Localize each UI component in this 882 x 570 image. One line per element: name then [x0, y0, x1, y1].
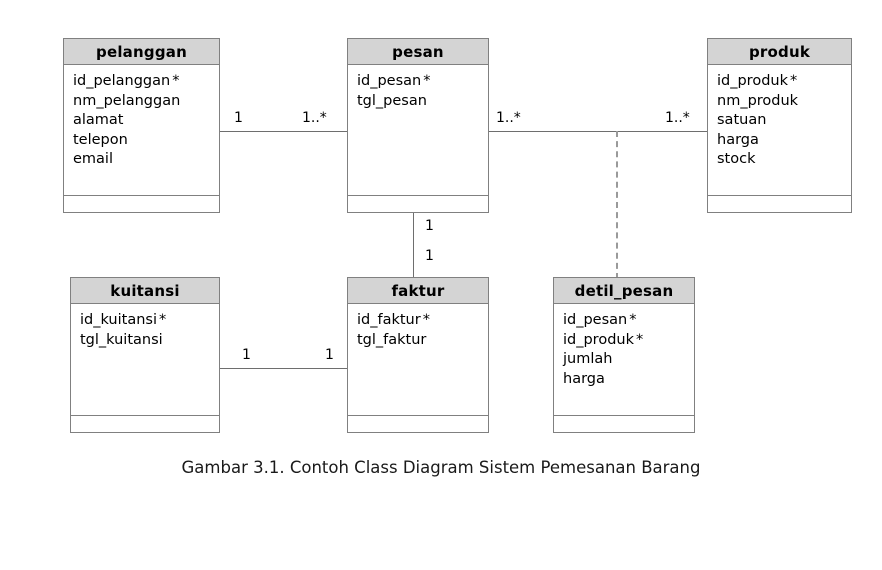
class-diagram-canvas: pelanggan id_pelanggan* nm_pelanggan ala… [63, 38, 852, 433]
attribute-name: satuan [717, 112, 767, 128]
association-line-pesan-produk[interactable] [489, 131, 707, 132]
class-box-faktur[interactable]: faktur id_faktur* tgl_faktur [347, 277, 489, 433]
attribute-name: alamat [73, 112, 124, 128]
class-attributes-detil-pesan: id_pesan* id_produk* jumlah harga [554, 304, 694, 416]
attribute-name: id_produk [717, 73, 788, 89]
association-line-pesan-faktur[interactable] [413, 211, 414, 279]
class-name-detil-pesan: detil_pesan [554, 278, 694, 304]
attribute-name: id_pesan [563, 312, 628, 328]
attribute-name: tgl_pesan [357, 92, 427, 109]
attribute-row: tgl_faktur [357, 331, 488, 351]
attribute-name: nm_produk [717, 92, 799, 109]
attribute-row: harga [717, 131, 851, 151]
multiplicity-pesan-produk-source: 1..* [496, 110, 521, 126]
attribute-name: telepon [73, 131, 128, 148]
attribute-row: jumlah [563, 350, 694, 370]
class-operations-detil-pesan [554, 416, 694, 570]
attribute-name: stock [717, 151, 756, 167]
class-box-pesan[interactable]: pesan id_pesan* tgl_pesan [347, 38, 489, 213]
attribute-row: telepon [73, 131, 219, 151]
attribute-row: harga [563, 370, 694, 390]
attribute-row: satuan [717, 111, 851, 131]
attribute-key-marker: * [636, 331, 644, 348]
attribute-name: id_faktur [357, 312, 421, 328]
multiplicity-pesan-produk-target: 1..* [665, 110, 690, 126]
attribute-row: id_faktur* [357, 311, 488, 331]
attribute-name: id_pelanggan [73, 73, 171, 89]
class-attributes-pelanggan: id_pelanggan* nm_pelanggan alamat telepo… [64, 65, 219, 196]
class-operations-kuitansi [71, 416, 219, 570]
multiplicity-pelanggan-pesan-target: 1..* [302, 110, 327, 126]
class-attributes-pesan: id_pesan* tgl_pesan [348, 65, 488, 196]
class-name-pesan: pesan [348, 39, 488, 65]
association-line-kuitansi-faktur[interactable] [219, 368, 347, 369]
attribute-name: tgl_faktur [357, 331, 427, 348]
attribute-row: stock [717, 150, 851, 170]
class-attributes-faktur: id_faktur* tgl_faktur [348, 304, 488, 416]
class-box-pelanggan[interactable]: pelanggan id_pelanggan* nm_pelanggan ala… [63, 38, 220, 213]
attribute-name: tgl_kuitansi [80, 331, 163, 348]
attribute-name: email [73, 151, 113, 167]
class-operations-produk [708, 196, 851, 369]
attribute-key-marker: * [172, 73, 180, 89]
class-attributes-kuitansi: id_kuitansi* tgl_kuitansi [71, 304, 219, 416]
attribute-name: nm_pelanggan [73, 92, 181, 109]
multiplicity-pesan-faktur-source: 1 [425, 218, 434, 234]
attribute-key-marker: * [629, 312, 637, 328]
attribute-name: id_kuitansi [80, 312, 157, 328]
attribute-row: id_pesan* [563, 311, 694, 331]
class-box-produk[interactable]: produk id_produk* nm_produk satuan harga… [707, 38, 852, 213]
attribute-name: jumlah [563, 351, 613, 367]
multiplicity-pesan-faktur-target: 1 [425, 248, 434, 264]
class-name-produk: produk [708, 39, 851, 65]
attribute-row: alamat [73, 111, 219, 131]
figure-caption: Gambar 3.1. Contoh Class Diagram Sistem … [181, 458, 701, 477]
multiplicity-pelanggan-pesan-source: 1 [234, 110, 243, 126]
attribute-row: tgl_kuitansi [80, 331, 219, 351]
attribute-row: id_pesan* [357, 72, 488, 92]
attribute-key-marker: * [159, 312, 167, 328]
multiplicity-kuitansi-faktur-source: 1 [242, 347, 251, 363]
attribute-row: id_pelanggan* [73, 72, 219, 92]
attribute-row: nm_pelanggan [73, 92, 219, 112]
attribute-name: harga [563, 370, 605, 387]
attribute-name: harga [717, 131, 759, 148]
class-operations-faktur [348, 416, 488, 570]
attribute-name: id_pesan [357, 73, 422, 89]
class-box-detil-pesan[interactable]: detil_pesan id_pesan* id_produk* jumlah … [553, 277, 695, 433]
class-box-kuitansi[interactable]: kuitansi id_kuitansi* tgl_kuitansi [70, 277, 220, 433]
multiplicity-kuitansi-faktur-target: 1 [325, 347, 334, 363]
class-name-pelanggan: pelanggan [64, 39, 219, 65]
class-name-kuitansi: kuitansi [71, 278, 219, 304]
attribute-key-marker: * [423, 73, 431, 89]
attribute-row: id_produk* [563, 331, 694, 351]
attribute-row: nm_produk [717, 92, 851, 112]
attribute-name: id_produk [563, 331, 634, 348]
class-attributes-produk: id_produk* nm_produk satuan harga stock [708, 65, 851, 196]
attribute-key-marker: * [422, 312, 430, 328]
class-name-faktur: faktur [348, 278, 488, 304]
attribute-key-marker: * [790, 73, 798, 89]
association-line-pelanggan-pesan[interactable] [219, 131, 347, 132]
association-link-detil-pesan[interactable] [616, 131, 618, 279]
attribute-row: email [73, 150, 219, 170]
attribute-row: id_produk* [717, 72, 851, 92]
attribute-row: id_kuitansi* [80, 311, 219, 331]
attribute-row: tgl_pesan [357, 92, 488, 112]
